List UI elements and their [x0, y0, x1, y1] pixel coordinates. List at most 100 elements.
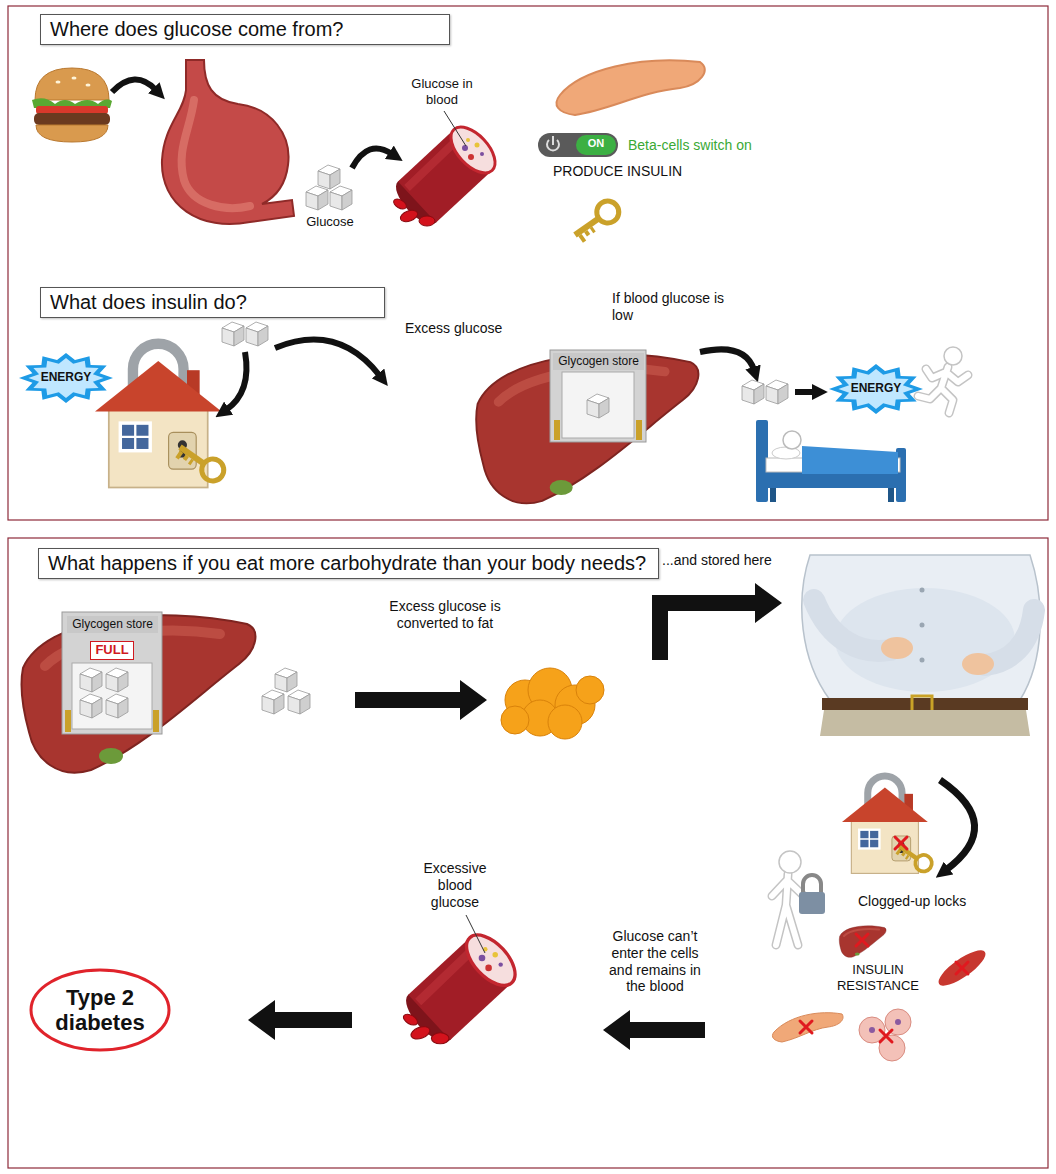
- node-text: FULL: [95, 643, 128, 658]
- node-text: Glycogen store: [558, 355, 639, 369]
- node-text: ENERGY: [41, 371, 92, 385]
- blood-vessel: [399, 926, 524, 1049]
- power-switch: [538, 133, 618, 157]
- belly-figure: [802, 555, 1040, 700]
- burger: [35, 68, 109, 100]
- burst-glow: [28, 358, 103, 398]
- node-text: What happens if you eat more carbohydrat…: [48, 552, 646, 575]
- arrow-caption: Glucose can’t enter the cells and remain…: [598, 928, 712, 995]
- liver-organ: [839, 926, 886, 957]
- burst-outline: [19, 353, 113, 403]
- block-arrow: [652, 583, 782, 660]
- glucose-cubes: [306, 186, 328, 210]
- node-text: Glycogen store: [72, 618, 153, 632]
- flow-arrow: [700, 349, 754, 370]
- belly-figure: [985, 610, 1034, 665]
- store-label: Glycogen store: [67, 616, 158, 633]
- belly-figure: [920, 658, 925, 663]
- node-text-block: Where does glucose come from?: [50, 18, 343, 41]
- node-text-block: Glycogen store: [558, 355, 639, 369]
- arrow-caption: Excess glucose is converted to fat: [389, 598, 501, 632]
- fat-cells: [869, 1027, 875, 1033]
- bed: [766, 472, 900, 488]
- node-text-block: ENERGY: [851, 382, 902, 396]
- arrow-caption: ...and stored here: [662, 552, 772, 569]
- node-text-block: FULL: [95, 643, 128, 658]
- pancreas: [772, 1013, 843, 1042]
- condition-caption: If blood glucose is low: [612, 290, 734, 324]
- red-cross: [800, 1021, 812, 1033]
- energy-burst: ENERGY: [19, 353, 113, 403]
- belly-figure: [802, 555, 1040, 736]
- belly-figure: [822, 698, 1028, 710]
- power-switch: [576, 135, 616, 155]
- glucose-cubes: [275, 668, 297, 692]
- stomach: [162, 60, 294, 224]
- red-cross: [856, 934, 868, 946]
- burger: [34, 113, 110, 125]
- belly-figure: [912, 696, 932, 712]
- burst-outline: [829, 364, 923, 414]
- glucose-cubes: [262, 690, 284, 714]
- belly-figure: [920, 588, 925, 593]
- node-text: Type 2 diabetes: [52, 985, 148, 1036]
- glycogen-store: [80, 668, 102, 692]
- node-text-block: What happens if you eat more carbohydrat…: [48, 552, 646, 575]
- flow-arrow: [226, 352, 246, 410]
- insulin-key: [569, 197, 623, 244]
- glucose-cubes: [262, 668, 310, 714]
- energy-burst: ENERGY: [829, 364, 923, 414]
- full-tag: FULL: [90, 641, 134, 660]
- heading-box: Where does glucose come from?: [40, 14, 450, 45]
- power-switch: [538, 133, 618, 157]
- panel-frame: [8, 6, 1048, 520]
- glycogen-store: [550, 350, 646, 442]
- glycogen-store: [72, 663, 152, 729]
- running-figure: [918, 367, 968, 413]
- switch-caption: Beta-cells switch on: [628, 137, 752, 154]
- burger: [36, 125, 108, 142]
- glucose-cubes: [306, 165, 352, 210]
- block-arrow: [603, 1010, 705, 1050]
- node-text: Where does glucose come from?: [50, 18, 343, 41]
- belly-figure: [881, 637, 913, 659]
- belly-figure: [814, 600, 890, 651]
- glycogen-store: [636, 420, 642, 440]
- fat-cells: [895, 1019, 901, 1025]
- node-text-block: Type 2 diabetes: [52, 985, 148, 1036]
- node-text-block: What does insulin do?: [50, 291, 247, 314]
- glucose-label: Glucose: [295, 214, 365, 230]
- lock-carrier: [799, 892, 825, 914]
- bed: [770, 488, 776, 502]
- diagnosis-ellipse: Type 2 diabetes: [29, 968, 171, 1052]
- node-text: ENERGY: [851, 382, 902, 396]
- leader-line: [466, 915, 485, 953]
- stomach: [182, 100, 250, 208]
- glycogen-store: [106, 668, 128, 692]
- heading-box: What happens if you eat more carbohydrat…: [38, 548, 659, 579]
- blood-vessel: [389, 119, 503, 230]
- glucose-cubes: [246, 322, 268, 346]
- node-text-block: Glycogen store: [72, 618, 153, 632]
- burger: [86, 84, 91, 87]
- belly-figure: [920, 623, 925, 628]
- glucose-cubes: [742, 380, 764, 404]
- ellipse-outline: [31, 970, 169, 1050]
- bed: [783, 431, 801, 449]
- glycogen-store: [550, 350, 646, 442]
- belly-figure: [820, 710, 1030, 736]
- glycogen-store: [106, 694, 128, 718]
- glycogen-store: [562, 372, 634, 438]
- glucose-cubes: [222, 322, 268, 346]
- flow-arrow: [352, 148, 392, 168]
- glucose-cubes: [766, 380, 788, 404]
- store-label: Glycogen store: [553, 353, 644, 370]
- bed: [802, 446, 898, 474]
- glucose-cubes: [288, 690, 310, 714]
- bed: [756, 420, 906, 502]
- red-cross: [956, 962, 968, 974]
- running-figure: [944, 347, 962, 365]
- fat-blob: [501, 706, 529, 734]
- callout-label: Clogged-up locks: [858, 893, 966, 910]
